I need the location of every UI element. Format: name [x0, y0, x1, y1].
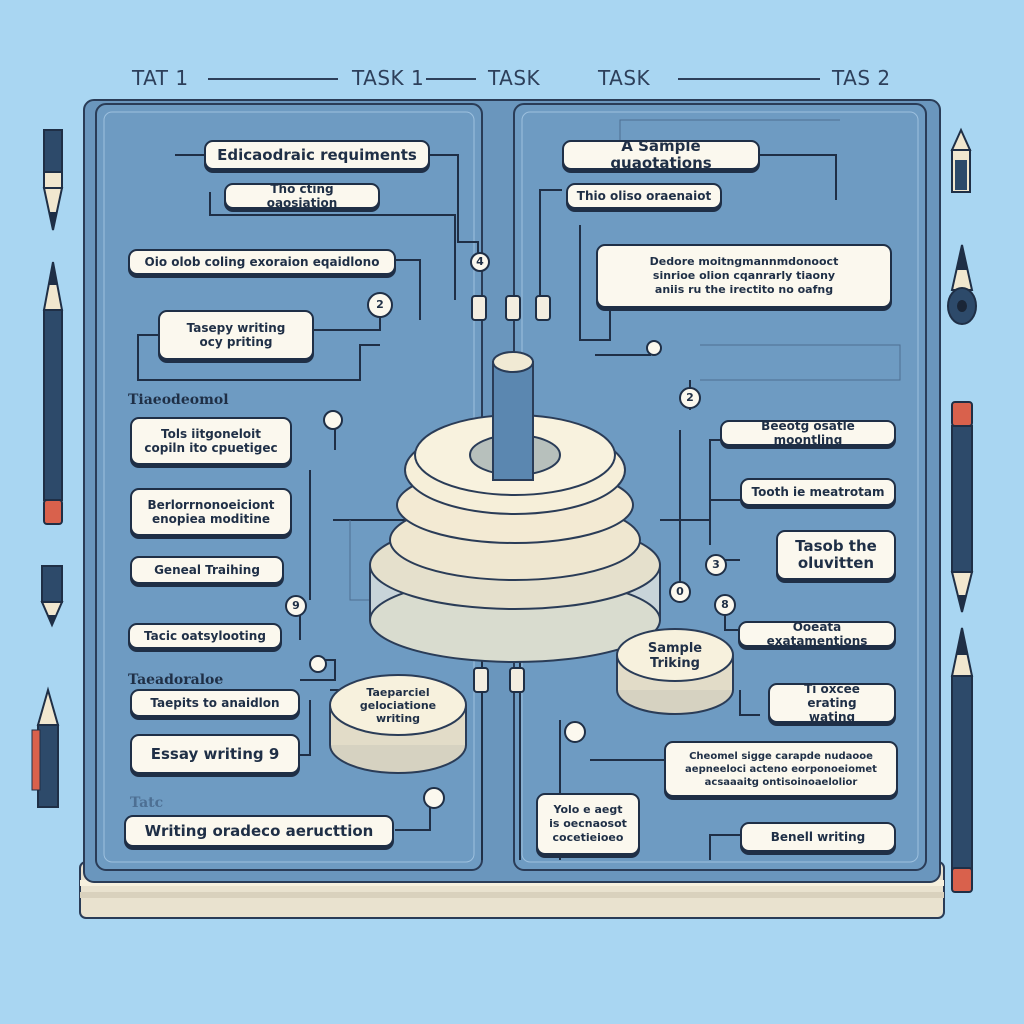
left-box-tacic: Tacic oatsylooting	[128, 623, 282, 649]
header-label-task-b: TASK	[598, 66, 651, 90]
header-rule-3	[678, 78, 820, 80]
left-disc	[329, 674, 467, 774]
pencil-right-2	[947, 244, 977, 325]
pencil-right-1	[950, 127, 972, 193]
badge-left-2: 2	[376, 298, 384, 311]
header-rule-1	[208, 78, 338, 80]
left-box-berlorrnonoeiciont: Berlorrnonoeiciont enopiea moditine	[130, 488, 292, 536]
right-box-sample-quaotations: A Sample quaotations	[562, 140, 760, 170]
right-box-tooth: Tooth ie meatrotam	[740, 478, 896, 506]
right-box-thio-oliso: Thio oliso oraenaiot	[566, 183, 722, 209]
pencil-left-1	[42, 129, 64, 231]
badge-right-1: 2	[686, 391, 694, 404]
left-disc-label: Taeparciel gelociatione writing	[359, 685, 437, 725]
left-box-writing-oradeco: Writing oradeco aeructtion	[124, 815, 394, 847]
left-box-edicaodraic-requiments: Edicaodraic requiments	[204, 140, 430, 170]
circle-nodes	[285, 252, 736, 809]
right-box-tasob: Tasob the oluvitten	[776, 530, 896, 580]
header-label-tat-1: TAT 1	[132, 66, 189, 90]
central-ring-stack	[369, 351, 661, 663]
right-box-ooeata: Ooeata exatamentions	[738, 621, 896, 647]
badge-left-1: 4	[476, 255, 484, 268]
right-box-cheomel: Cheomel sigge carapde nudaooe aepneeloci…	[664, 741, 898, 797]
pencil-left-2	[42, 261, 64, 525]
right-box-beeotg: Beeotg osatle moontling	[720, 420, 896, 446]
section-label-3: Tatc	[130, 795, 164, 811]
right-disc	[616, 628, 734, 715]
header-rule-2	[426, 78, 476, 80]
pencil-right-3	[950, 401, 974, 613]
section-label-2: Taeadoraloe	[128, 672, 224, 688]
right-box-benell-writing: Benell writing	[740, 822, 896, 852]
right-box-yolo: Yolo e aegt is oecnaosot cocetieioeo	[536, 793, 640, 855]
pencil-left-3	[40, 565, 64, 628]
header-label-task-a: TASK	[488, 66, 541, 90]
left-box-tols: Tols iitgoneloit copiln ito cpuetigec	[130, 417, 292, 465]
left-box-taepits: Taepits to anaidlon	[130, 689, 300, 717]
left-box-tasepy-writing: Tasepy writing ocy priting	[158, 310, 314, 360]
badge-right-4: 8	[721, 598, 729, 611]
pencil-left-4	[31, 686, 60, 808]
left-box-essay-writing: Essay writing 9	[130, 734, 300, 774]
right-disc-label: Sample Triking	[647, 641, 703, 671]
badge-left-3: 9	[292, 599, 300, 612]
pencil-right-4	[950, 627, 974, 893]
section-label-1: Tiaeodeomol	[128, 392, 229, 408]
right-box-ti-oxcee: Ti oxcee erating wating	[768, 683, 896, 723]
left-box-geneal-traihing: Geneal Traihing	[130, 556, 284, 584]
badge-right-2: 3	[712, 558, 720, 571]
header-label-tas-2: TAS 2	[832, 66, 891, 90]
header-label-task-1: TASK 1	[352, 66, 425, 90]
left-box-tho-cting: Tho cting oaosiation	[224, 183, 380, 209]
plug-connectors	[471, 295, 551, 693]
left-box-oio-olob: Oio olob coling exoraion eqaidlono	[128, 249, 396, 275]
right-box-dedore: Dedore moitngmannmdonooct sinrioe olion …	[596, 244, 892, 308]
badge-right-3: 0	[676, 585, 684, 598]
connector-lines	[137, 154, 837, 860]
